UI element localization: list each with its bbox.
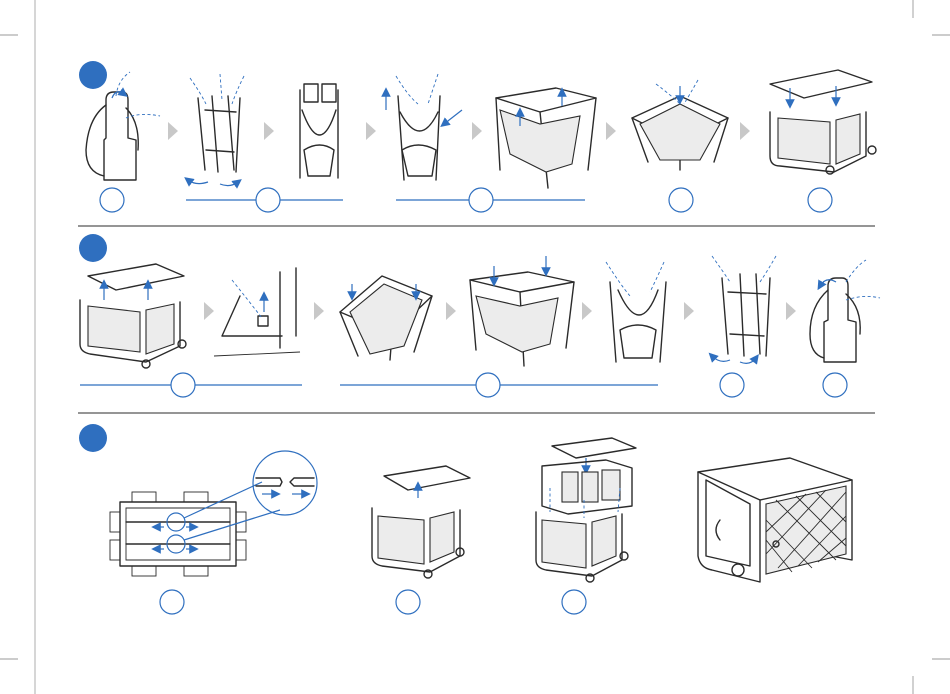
step-marker <box>256 188 280 212</box>
fold-frame-figure <box>606 262 666 362</box>
step-marker <box>476 373 500 397</box>
step-marker <box>171 373 195 397</box>
step-chevron-icon <box>582 302 592 320</box>
step-marker <box>100 188 124 212</box>
assembled-playpen-figure <box>698 458 852 582</box>
step-marker <box>808 188 832 212</box>
step-chevron-icon <box>786 302 796 320</box>
step-marker <box>396 590 420 614</box>
rotate-arrow-icon <box>740 358 756 363</box>
pull-frame-figure <box>386 74 462 180</box>
connector-zoom-figure <box>253 451 317 515</box>
collapse-rails-figure <box>470 256 574 366</box>
step-marker <box>720 373 744 397</box>
step-chevron-icon <box>472 122 482 140</box>
section-badge-setup <box>79 61 107 89</box>
standing-frame-figure <box>300 84 338 178</box>
close-frame-figure <box>712 256 776 363</box>
open-frame-figure <box>496 88 596 188</box>
step-chevron-icon <box>446 302 456 320</box>
step-chevron-icon <box>740 122 750 140</box>
attach-bassinet-figure <box>536 438 636 582</box>
press-middle-figure <box>340 276 432 360</box>
step-chevron-icon <box>204 302 214 320</box>
step-marker <box>669 188 693 212</box>
step-marker <box>823 373 847 397</box>
press-centre-figure <box>632 80 728 170</box>
step-chevron-icon <box>168 122 178 140</box>
frame-topview-figure <box>110 482 280 576</box>
section-badge-fold <box>79 234 107 262</box>
step-marker <box>562 590 586 614</box>
bag-closed-figure <box>810 260 880 362</box>
rotate-arrow-icon <box>712 356 730 361</box>
lift-latch-figure <box>214 268 300 356</box>
arrow-diagonal-icon <box>444 110 462 124</box>
section-badge-bassinet <box>79 424 107 452</box>
insert-mattress-figure <box>372 466 470 578</box>
remove-mattress-figure <box>80 264 186 368</box>
step-chevron-icon <box>684 302 694 320</box>
playpen-mattress-figure <box>770 70 876 174</box>
step-marker <box>469 188 493 212</box>
step-chevron-icon <box>606 122 616 140</box>
step-marker <box>160 590 184 614</box>
step-chevron-icon <box>264 122 274 140</box>
step-chevron-icon <box>366 122 376 140</box>
step-chevron-icon <box>314 302 324 320</box>
arrow-right-icon <box>220 182 238 186</box>
unfold-frame-figure <box>188 74 244 186</box>
arrow-left-icon <box>188 180 208 184</box>
